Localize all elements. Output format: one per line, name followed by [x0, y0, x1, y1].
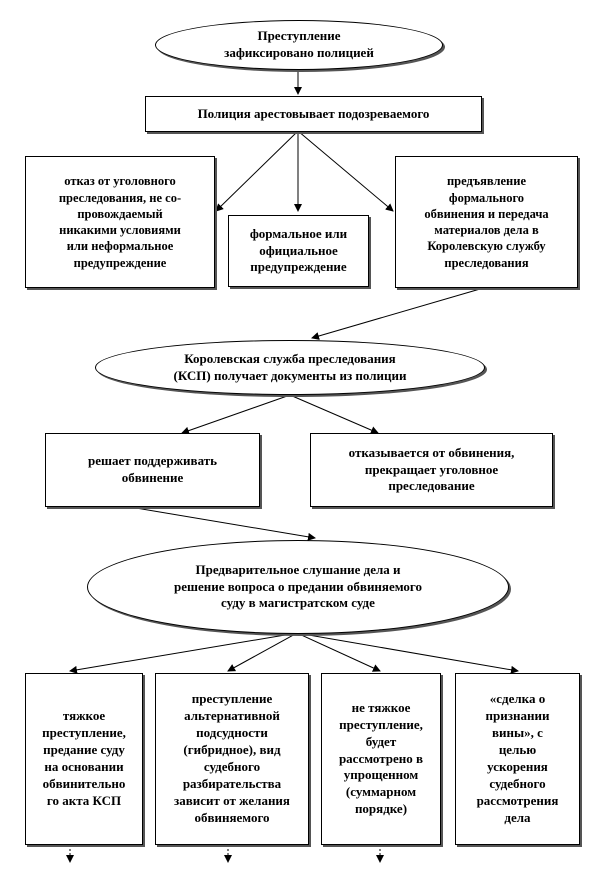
arrow-charge-to-ksp: [311, 288, 481, 340]
node-hybrid-offence: преступление альтернативной подсудности …: [155, 673, 309, 845]
node-formal-warning: формальное или официальное предупреждени…: [228, 215, 369, 287]
arrow-hearing-to-serious: [69, 632, 298, 674]
node-minor-offence-label: не тяжкое преступление, будет рассмотрен…: [338, 699, 424, 817]
node-ksp-receives-label: Королевская служба преследования (КСП) п…: [173, 350, 407, 383]
node-plea-bargain-label: «сделка о признании вины», с целью ускор…: [476, 691, 559, 825]
arrow-hearing-to-hybrid: [227, 632, 298, 672]
arrow-hearing-to-plea: [296, 632, 519, 674]
node-police-arrest: Полиция арестовывает подозреваемого: [145, 96, 482, 132]
node-hybrid-offence-label: преступление альтернативной подсудности …: [174, 691, 290, 825]
node-drop-charge-label: отказывается от обвинения, прекращает уг…: [348, 444, 515, 494]
node-support-charge: решает поддерживать обвинение: [45, 433, 260, 507]
arrow-arrest-to-charge: [297, 130, 394, 212]
arrow-support-to-hearing: [129, 506, 316, 541]
node-formal-charge-label: предъявление формального обвинения и пер…: [424, 174, 549, 270]
node-formal-charge: предъявление формального обвинения и пер…: [395, 156, 578, 288]
node-support-charge-label: решает поддерживать обвинение: [87, 453, 217, 485]
node-no-prosecution: отказ от уголовного преследования, не со…: [25, 156, 215, 288]
node-minor-offence: не тяжкое преступление, будет рассмотрен…: [321, 673, 441, 845]
node-crime-recorded: Преступление зафиксировано полицией: [155, 20, 443, 70]
node-no-prosecution-label: отказ от уголовного преследования, не со…: [58, 174, 182, 270]
node-plea-bargain: «сделка о признании вины», с целью ускор…: [455, 673, 580, 845]
node-serious-offence-label: тяжкое преступление, предание суду на ос…: [42, 708, 126, 808]
node-police-arrest-label: Полиция арестовывает подозреваемого: [197, 105, 430, 121]
node-ksp-receives: Королевская служба преследования (КСП) п…: [95, 340, 485, 395]
node-crime-recorded-label: Преступление зафиксировано полицией: [224, 28, 374, 60]
arrow-ksp-to-drop: [289, 394, 379, 434]
arrow-hearing-to-minor: [296, 632, 381, 672]
arrow-ksp-to-support: [181, 394, 291, 435]
arrow-arrest-to-refusal: [215, 130, 299, 212]
node-serious-offence: тяжкое преступление, предание суду на ос…: [25, 673, 143, 845]
node-preliminary-hearing: Предварительное слушание дела и решение …: [87, 540, 509, 634]
node-drop-charge: отказывается от обвинения, прекращает уг…: [310, 433, 553, 507]
node-formal-warning-label: формальное или официальное предупреждени…: [249, 225, 348, 275]
node-preliminary-hearing-label: Предварительное слушание дела и решение …: [173, 561, 422, 611]
